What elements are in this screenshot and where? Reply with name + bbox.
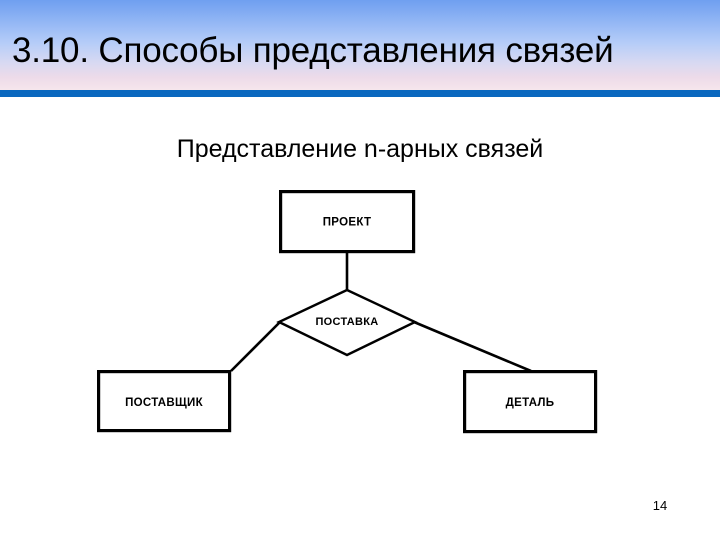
page-title: 3.10. Способы представления связей — [12, 31, 614, 70]
entity-part-box — [463, 370, 598, 434]
slide-page-number: 14 — [652, 498, 668, 513]
entity-part[interactable]: ДЕТАЛЬ — [463, 370, 598, 434]
entity-project[interactable]: ПРОЕКТ — [279, 190, 416, 254]
entity-part-label: ДЕТАЛЬ — [506, 397, 555, 409]
title-divider-rule — [0, 90, 720, 97]
entity-supplier-label: ПОСТАВЩИК — [125, 397, 204, 409]
entity-supplier[interactable]: ПОСТАВЩИК — [96, 370, 232, 433]
relationship-supply-diamond — [276, 288, 418, 357]
entity-supplier-box — [96, 370, 232, 433]
relationship-supply-label: ПОСТАВКА — [315, 316, 378, 328]
connector-supply-supplier — [230, 321, 281, 372]
entity-project-box — [279, 190, 416, 254]
slide-subtitle: Представление n-арных связей — [176, 135, 544, 163]
entity-project-label: ПРОЕКТ — [323, 217, 372, 229]
relationship-supply[interactable]: ПОСТАВКА — [276, 288, 418, 357]
title-band — [0, 0, 720, 90]
connector-supply-part — [413, 320, 532, 373]
